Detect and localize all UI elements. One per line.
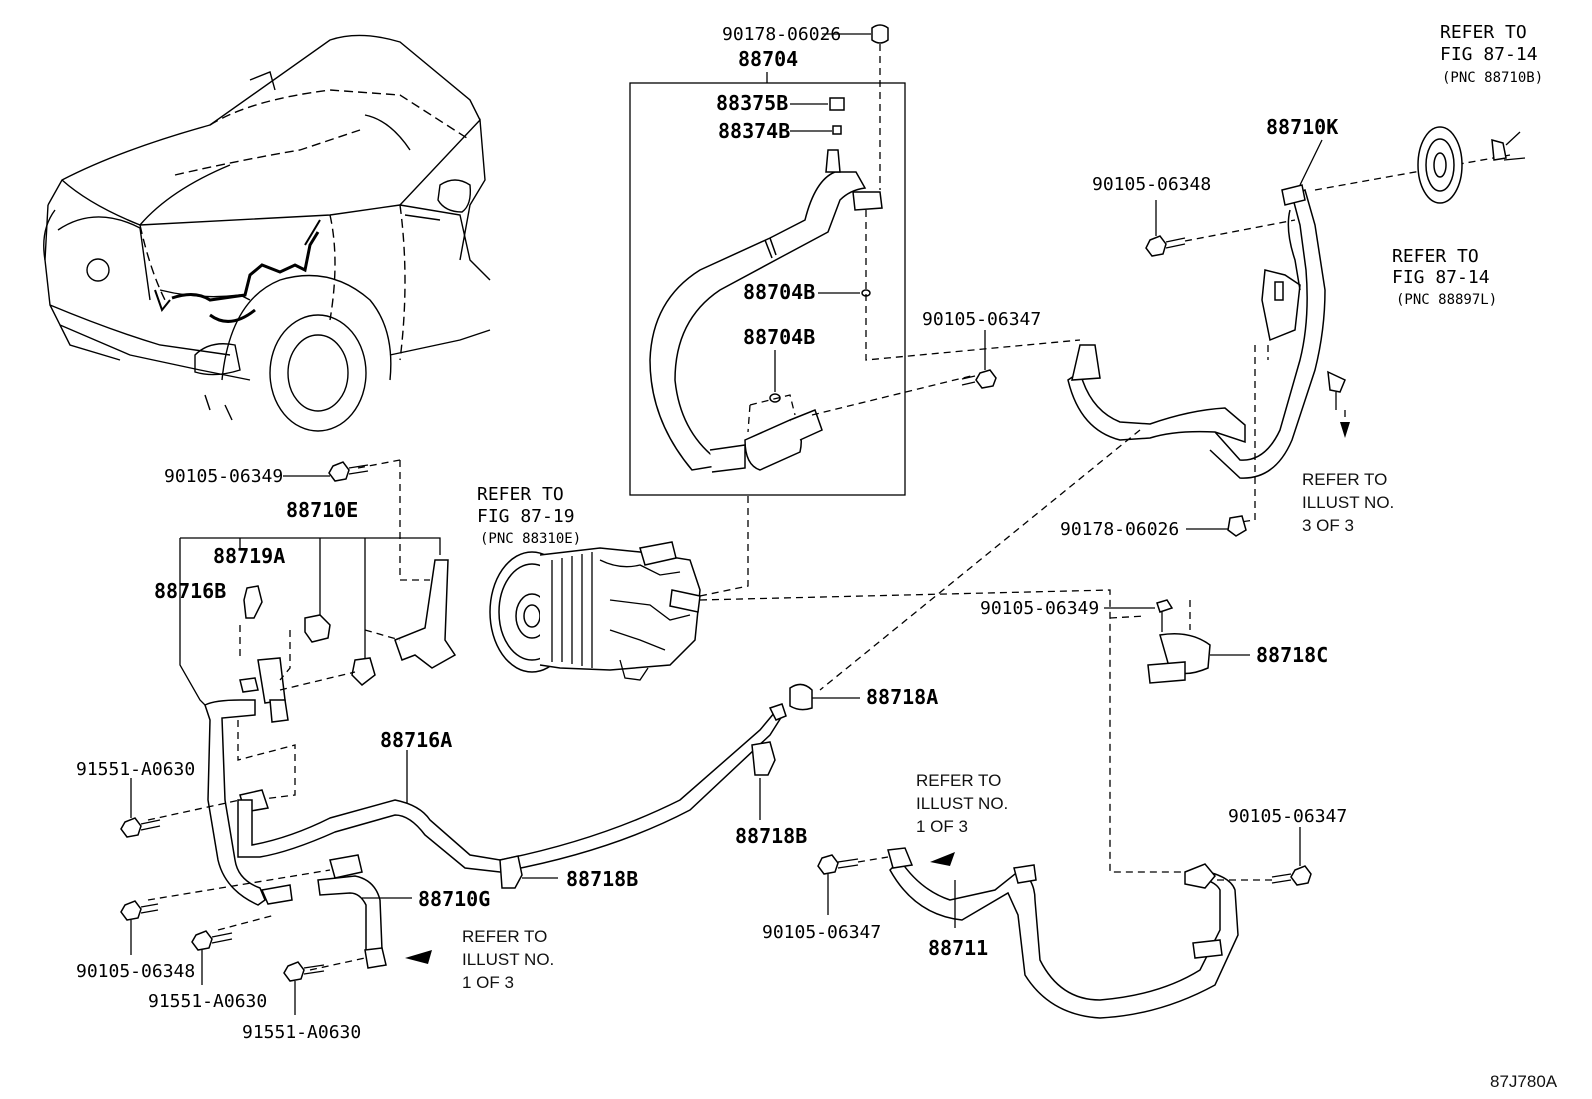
- ref-illust1-left-line2: ILLUST NO.: [462, 950, 554, 969]
- bracket-88716B: [394, 559, 457, 669]
- clamp-88718B-mid: [751, 741, 776, 820]
- label-88374B: 88374B: [718, 119, 790, 143]
- nut-90178-06026-top: [822, 24, 889, 44]
- clamp-88718A: [789, 683, 860, 711]
- ref-illust3-line1: REFER TO: [1302, 470, 1387, 489]
- switch-88719A: [243, 585, 263, 619]
- bolt-91551-A0630-2: [191, 930, 233, 985]
- label-90105-06348-top: 90105-06348: [1092, 174, 1211, 195]
- muffler: [744, 419, 802, 471]
- tube-88710G: [147, 854, 432, 971]
- label-90178-06026-right: 90178-06026: [1060, 519, 1179, 540]
- label-88718C: 88718C: [1256, 643, 1328, 667]
- label-91551-A0630-1: 91551-A0630: [76, 759, 195, 780]
- ref-fig87-14-top-line2: FIG 87-14: [1440, 44, 1538, 65]
- label-90105-06348-bottom: 90105-06348: [76, 961, 195, 982]
- ref-fig87-14-mid-line1: REFER TO: [1392, 246, 1479, 267]
- ref-fig87-19-line2: FIG 87-19: [477, 506, 575, 527]
- label-90105-06349-right: 90105-06349: [980, 598, 1099, 619]
- ref-fig87-19-line1: REFER TO: [477, 484, 564, 505]
- label-91551-A0630-3: 91551-A0630: [242, 1022, 361, 1043]
- label-88704B-lower: 88704B: [743, 325, 815, 349]
- part-labels: 90178-06026 88704 88375B 88374B 88704B 8…: [76, 24, 1558, 1091]
- nut-90178-06026-right: [1186, 515, 1247, 537]
- reference-notes: REFER TO FIG 87-14 (PNC 88710B) REFER TO…: [462, 22, 1543, 992]
- ref-illust1-left-line3: 1 OF 3: [462, 973, 514, 992]
- label-90105-06347-mid: 90105-06347: [922, 309, 1041, 330]
- bolt-90105-06349-left: [283, 461, 369, 482]
- ref-fig87-14-top-line3: (PNC 88710B): [1442, 70, 1543, 86]
- compressor: [489, 495, 1195, 873]
- tube-88710K: [819, 154, 1511, 691]
- label-88710E: 88710E: [286, 498, 358, 522]
- label-90178-06026-top: 90178-06026: [722, 24, 841, 45]
- label-88716B: 88716B: [154, 579, 226, 603]
- valve-core-88374B: [832, 125, 842, 135]
- clamp-88718C: [1104, 599, 1250, 684]
- ref-illust3-line2: ILLUST NO.: [1302, 493, 1394, 512]
- label-88704B-upper: 88704B: [743, 280, 815, 304]
- bolt-90105-06348-top: [1145, 200, 1296, 257]
- suction-hose-88704-group: [629, 44, 1081, 496]
- bolt-90105-06348-bottom: [120, 900, 159, 955]
- label-90105-06347-right: 90105-06347: [1228, 806, 1347, 827]
- label-88375B: 88375B: [716, 91, 788, 115]
- bolt-90105-06347-mid: [961, 330, 997, 389]
- ref-fig87-14-mid-line2: FIG 87-14: [1392, 267, 1490, 288]
- bolt-90105-06347-right: [1215, 827, 1312, 886]
- bolt-91551-A0630-3: [283, 961, 325, 1015]
- ref-illust1-mid-line1: REFER TO: [916, 771, 1001, 790]
- ref-illust3-line3: 3 OF 3: [1302, 516, 1354, 535]
- bolt-90105-06347-bottom: [817, 854, 889, 915]
- tube-assembly-left: [147, 459, 457, 906]
- ref-illust1-mid-line3: 1 OF 3: [916, 817, 968, 836]
- clamp-88718B-left: [499, 855, 558, 889]
- ref-fig87-19-line3: (PNC 88310E): [480, 531, 581, 547]
- label-88710K: 88710K: [1266, 115, 1338, 139]
- arrow-right-icon-mid: [930, 852, 955, 866]
- label-90105-06347-bottom: 90105-06347: [762, 922, 881, 943]
- label-88718A: 88718A: [866, 685, 938, 709]
- leader-lines: [774, 103, 1323, 392]
- label-88719A: 88719A: [213, 544, 285, 568]
- arrow-down-icon: [1340, 422, 1350, 438]
- label-88704: 88704: [738, 47, 798, 71]
- label-88711: 88711: [928, 936, 988, 960]
- vehicle-illustration: [43, 34, 491, 432]
- hose-88711: [887, 847, 1239, 1019]
- arrow-right-icon-left: [405, 950, 432, 964]
- label-88710G: 88710G: [418, 887, 490, 911]
- figure-code: 87J780A: [1490, 1072, 1558, 1091]
- label-88716A: 88716A: [380, 728, 452, 752]
- label-88718B-left: 88718B: [566, 867, 638, 891]
- hose-88716A: [237, 703, 787, 873]
- grommet-right: [1417, 126, 1526, 204]
- bolt-91551-A0630-1: [120, 778, 161, 838]
- label-91551-A0630-2: 91551-A0630: [148, 991, 267, 1012]
- ref-fig87-14-top-line1: REFER TO: [1440, 22, 1527, 43]
- ref-illust1-left-line1: REFER TO: [462, 927, 547, 946]
- ref-fig87-14-mid-line3: (PNC 88897L): [1396, 292, 1497, 308]
- cap-88375B: [829, 97, 845, 111]
- label-88718B-mid: 88718B: [735, 824, 807, 848]
- ref-illust1-mid-line2: ILLUST NO.: [916, 794, 1008, 813]
- label-90105-06349-left: 90105-06349: [164, 466, 283, 487]
